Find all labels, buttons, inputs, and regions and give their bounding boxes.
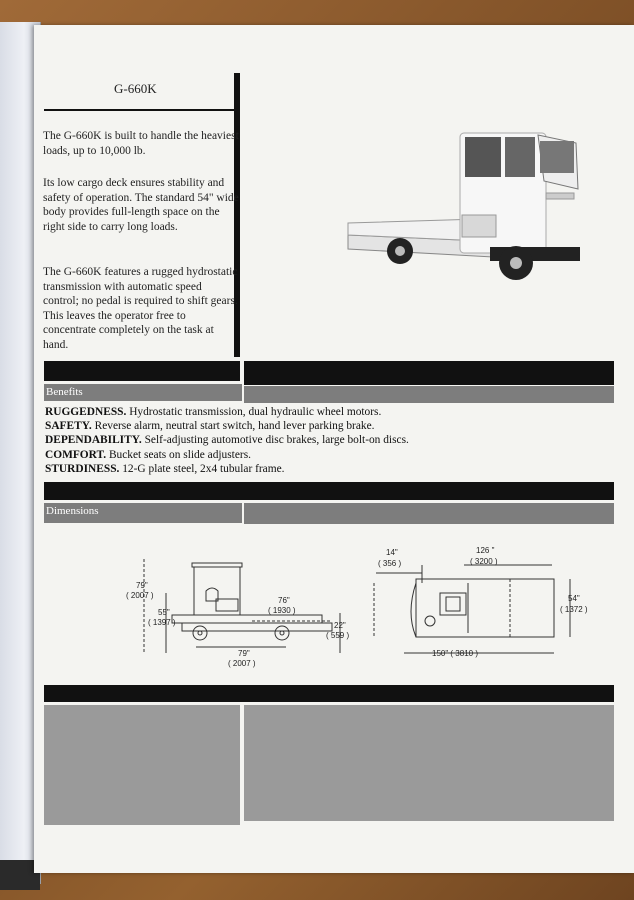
- benefit-item: STURDINESS. 12-G plate steel, 2x4 tubula…: [45, 462, 285, 475]
- bottom-block-right: [244, 705, 614, 821]
- benefits-bar-right: [244, 386, 614, 403]
- side-view-labels: 79" ( 2007 ) 55" ( 1397 ) 76" ( 1930 ) 2…: [126, 581, 349, 668]
- top-view-drawing: [373, 564, 571, 654]
- brochure-page: G-660K The G-660K is built to handle the…: [34, 25, 634, 873]
- deck-height-label: 22": [334, 621, 346, 630]
- seat-height-label: 55": [158, 608, 170, 617]
- model-title: G-660K: [114, 81, 157, 96]
- deck-length-label: 76": [278, 596, 290, 605]
- benefits-heading: Benefits: [44, 384, 242, 401]
- dimensions-bar-top: [44, 482, 614, 500]
- benefit-item: SAFETY. Reverse alarm, neutral start swi…: [45, 420, 375, 433]
- bed-length-label: 126 ": [476, 546, 495, 555]
- front-mm-label: ( 356 ): [378, 559, 401, 568]
- dimensions-bar-right: [244, 503, 614, 524]
- seat-height-mm-label: ( 1397 ): [148, 618, 176, 627]
- wheelbase-label: 79": [238, 649, 250, 658]
- intro-paragraph-2: Its low cargo deck ensures stability and…: [43, 177, 239, 233]
- intro-paragraph-1: The G-660K is built to handle the heavie…: [43, 130, 239, 157]
- benefit-item: DEPENDABILITY. Self-adjusting automotive…: [45, 434, 409, 447]
- height-mm-label: ( 2007 ): [126, 591, 154, 600]
- deck-length-mm-label: ( 1930 ): [268, 606, 296, 615]
- height-label: 79": [136, 581, 148, 590]
- benefits-bar-top-left: [44, 361, 240, 381]
- deck-height-mm-label: ( 559 ): [326, 631, 349, 640]
- bed-length-mm-label: ( 3200 ): [470, 557, 498, 566]
- side-view-drawing: [143, 559, 341, 653]
- wheelbase-mm-label: ( 2007 ): [228, 659, 256, 668]
- vertical-divider: [234, 73, 240, 357]
- width-mm-label: ( 1372 ): [560, 605, 588, 614]
- benefits-list: RUGGEDNESS. Hydrostatic transmission, du…: [45, 405, 605, 476]
- benefit-item: COMFORT. Bucket seats on slide adjusters…: [45, 448, 251, 461]
- width-label: 54": [568, 594, 580, 603]
- overall-length-label: 150" ( 3810 ): [432, 649, 478, 658]
- front-label: 14": [386, 548, 398, 557]
- dimensions-heading: Dimensions: [44, 503, 242, 523]
- bottom-block-left: [44, 705, 240, 825]
- benefit-item: RUGGEDNESS. Hydrostatic transmission, du…: [45, 406, 382, 418]
- benefits-bar-top-right: [244, 361, 614, 385]
- top-view-labels: 14" ( 356 ) 126 " ( 3200 ) 54" ( 1372 ) …: [378, 546, 588, 658]
- book-binding: [0, 860, 40, 890]
- vehicle-illustration: [347, 132, 580, 280]
- intro-paragraph-3: The G-660K features a rugged hydrostatic…: [43, 266, 238, 351]
- title-underline: [44, 109, 240, 111]
- bottom-bar-top: [44, 685, 614, 702]
